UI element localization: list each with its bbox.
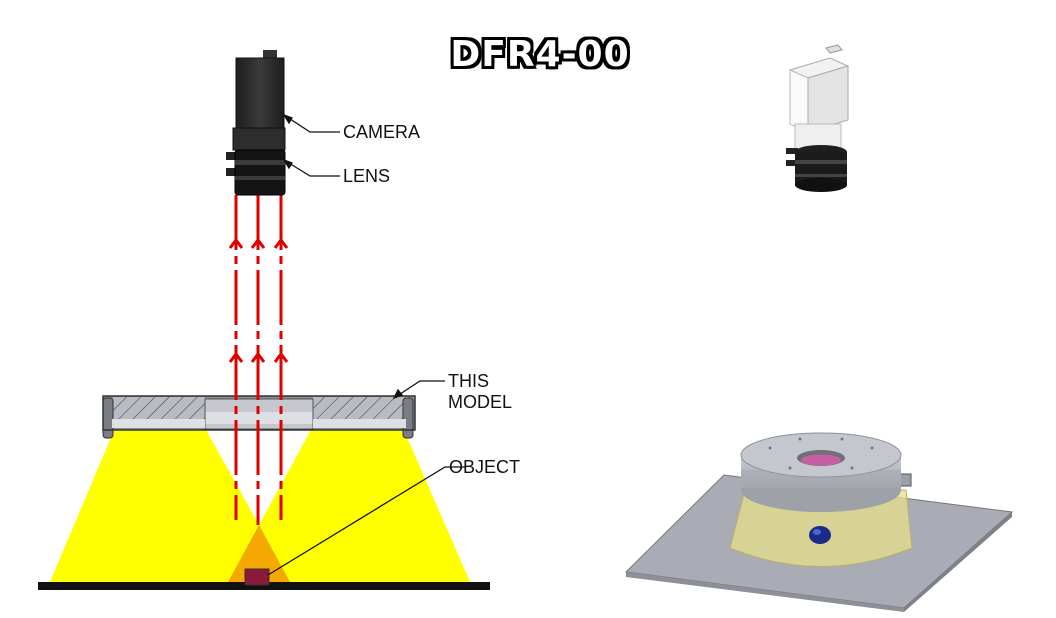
iso-camera bbox=[786, 44, 850, 192]
diagram-title: DFR4-00 bbox=[450, 34, 630, 75]
light-cone-center bbox=[228, 525, 290, 582]
label-model-line2: MODEL bbox=[448, 392, 513, 412]
light-cone-right bbox=[259, 428, 470, 582]
iso-object-dome bbox=[809, 526, 831, 544]
ground-line bbox=[38, 582, 490, 590]
label-lens: LENS bbox=[343, 166, 391, 186]
label-camera: CAMERA bbox=[343, 122, 421, 142]
iso-ring-illuminator bbox=[740, 432, 912, 512]
light-cone-left bbox=[50, 428, 259, 582]
leader-lines bbox=[267, 113, 466, 576]
label-model-line1: THIS bbox=[448, 371, 490, 391]
lens-body bbox=[226, 149, 286, 196]
camera-body bbox=[232, 50, 286, 151]
object-block bbox=[244, 568, 270, 586]
label-object: OBJECT bbox=[449, 457, 521, 477]
light-rays bbox=[228, 195, 289, 525]
